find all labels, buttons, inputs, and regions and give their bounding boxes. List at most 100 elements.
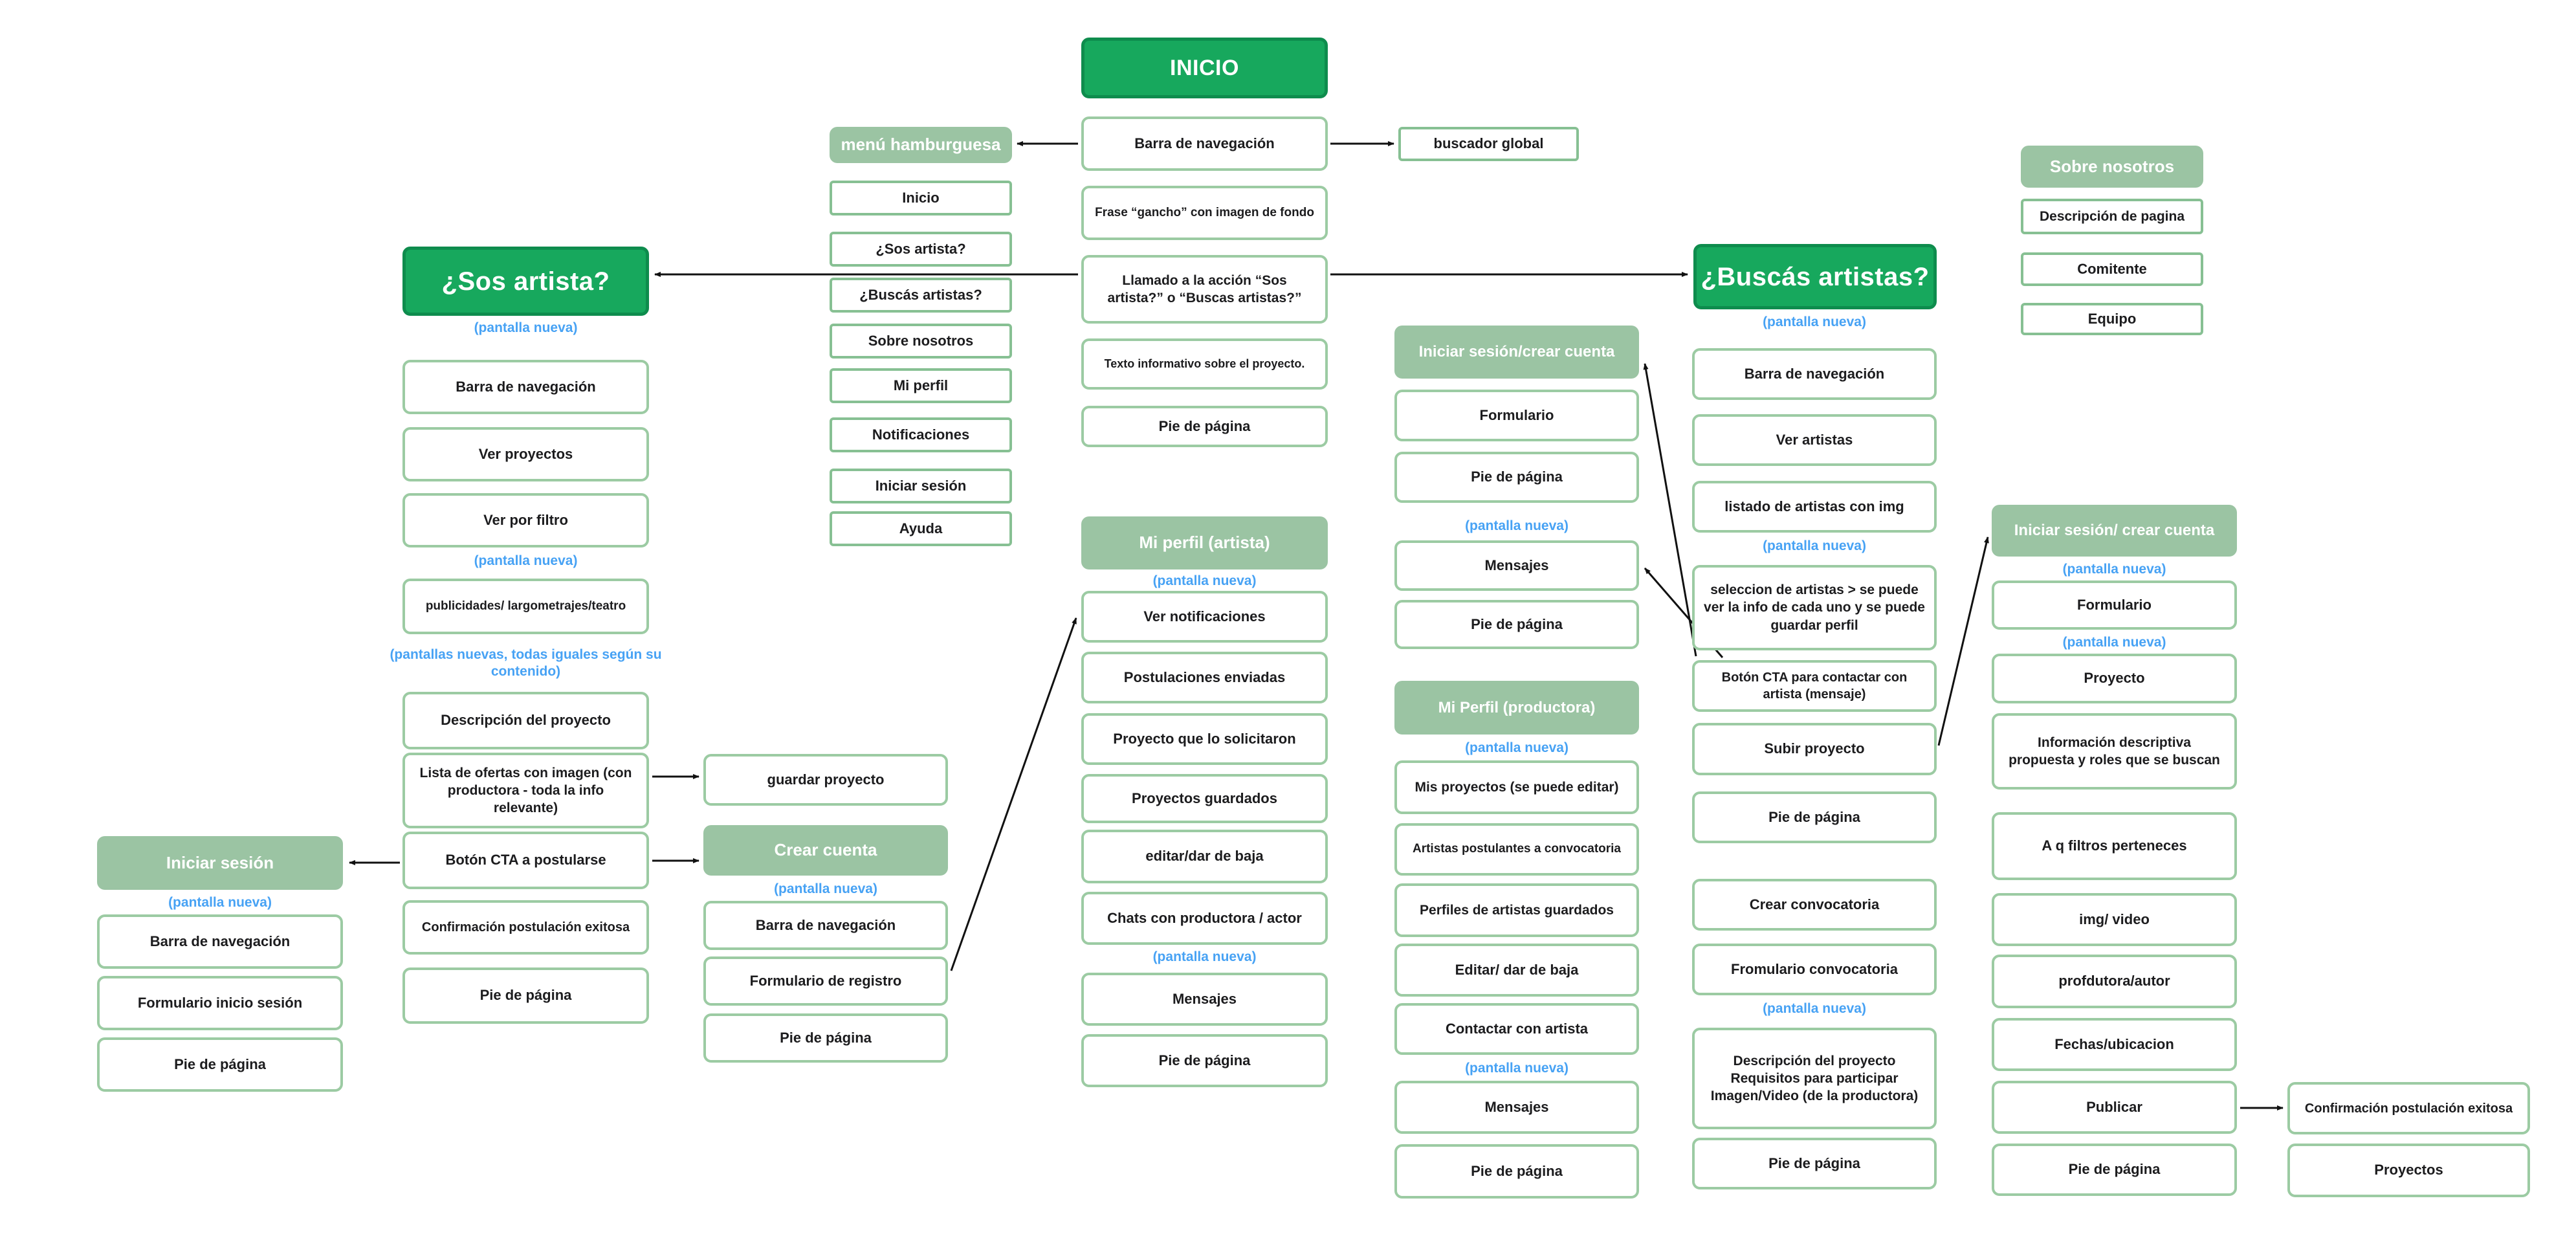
node-perfil-artista-footer: Pie de página bbox=[1081, 1034, 1328, 1087]
node-mis-proyectos: Mis proyectos (se puede editar) bbox=[1394, 760, 1639, 814]
node-sobre-nosotros-title: Sobre nosotros bbox=[2021, 146, 2203, 188]
node-iniciar-sesion-footer: Pie de página bbox=[97, 1037, 343, 1092]
node-productora-autor: profdutora/autor bbox=[1992, 955, 2237, 1008]
node-editar-dar-baja-productora: Editar/ dar de baja bbox=[1394, 944, 1639, 997]
node-home-nav-bar: Barra de navegación bbox=[1081, 116, 1328, 171]
note-new-screen-buscas: (pantalla nueva) bbox=[1763, 314, 1866, 329]
arrow-subir-to-login-right bbox=[1937, 536, 1989, 746]
node-sos-footer: Pie de página bbox=[402, 967, 649, 1024]
node-buscas-artistas-title: ¿Buscás artistas? bbox=[1693, 244, 1937, 309]
node-login-right-formulario: Formulario bbox=[1992, 580, 2237, 630]
node-ver-notificaciones: Ver notificaciones bbox=[1081, 591, 1328, 643]
node-equipo: Equipo bbox=[2021, 303, 2203, 335]
note-new-screen-sos: (pantalla nueva) bbox=[474, 320, 578, 335]
node-proyecto-solicitaron: Proyecto que lo solicitaron bbox=[1081, 713, 1328, 765]
node-global-search: buscador global bbox=[1398, 127, 1579, 161]
menu-item-inicio: Inicio bbox=[830, 181, 1012, 216]
node-seleccion-artistas: seleccion de artistas > se puede ver la … bbox=[1692, 565, 1937, 650]
node-crear-convocatoria: Crear convocatoria bbox=[1692, 879, 1937, 931]
node-login-central-footer-2: Pie de página bbox=[1394, 600, 1639, 649]
menu-item-sobre-nosotros: Sobre nosotros bbox=[830, 324, 1012, 359]
node-mensajes-artista: Mensajes bbox=[1081, 973, 1328, 1026]
node-productora-footer: Pie de página bbox=[1394, 1144, 1639, 1199]
node-proyectos-resultado: Proyectos bbox=[2287, 1144, 2530, 1197]
note-new-screen-login-central: (pantalla nueva) bbox=[1465, 518, 1569, 533]
node-iniciar-sesion-nav: Barra de navegación bbox=[97, 914, 343, 969]
node-listado-artistas: listado de artistas con img bbox=[1692, 481, 1937, 533]
menu-item-sos-artista: ¿Sos artista? bbox=[830, 232, 1012, 267]
node-login-central-mensajes: Mensajes bbox=[1394, 540, 1639, 591]
note-new-screen-chats: (pantalla nueva) bbox=[1152, 949, 1257, 964]
node-ver-artistas: Ver artistas bbox=[1692, 414, 1937, 466]
node-formulario-inicio-sesion: Formulario inicio sesión bbox=[97, 976, 343, 1030]
node-convocatoria-footer: Pie de página bbox=[1692, 1138, 1937, 1189]
node-hamburger-menu: menú hamburguesa bbox=[830, 127, 1012, 163]
note-new-screen-convocatoria: (pantalla nueva) bbox=[1763, 1000, 1866, 1016]
node-descripcion-proyecto: Descripción del proyecto bbox=[402, 692, 649, 749]
node-artistas-postulantes: Artistas postulantes a convocatoria bbox=[1394, 823, 1639, 876]
node-crear-cuenta-title: Crear cuenta bbox=[703, 825, 948, 876]
node-filtros-perteneces: A q filtros perteneces bbox=[1992, 812, 2237, 880]
node-buscas-nav-bar: Barra de navegación bbox=[1692, 348, 1937, 400]
node-buscas-footer: Pie de página bbox=[1692, 791, 1937, 843]
arrow-registro-to-notificaciones bbox=[950, 617, 1077, 971]
node-sos-nav-bar: Barra de navegación bbox=[402, 360, 649, 414]
node-editar-dar-baja-artista: editar/dar de baja bbox=[1081, 830, 1328, 883]
node-fechas-ubicacion: Fechas/ubicacion bbox=[1992, 1018, 2237, 1071]
menu-item-iniciar-sesion: Iniciar sesión bbox=[830, 469, 1012, 503]
node-img-video: img/ video bbox=[1992, 893, 2237, 946]
note-new-screen-perfil-artista: (pantalla nueva) bbox=[1152, 573, 1257, 588]
note-new-screen-productora-mensajes: (pantalla nueva) bbox=[1465, 1060, 1569, 1076]
arrow-contactar-to-login bbox=[1643, 363, 1697, 657]
node-login-central-title: Iniciar sesión/crear cuenta bbox=[1394, 326, 1639, 379]
node-inicio: INICIO bbox=[1081, 38, 1328, 98]
menu-item-mi-perfil: Mi perfil bbox=[830, 368, 1012, 403]
node-proyectos-guardados: Proyectos guardados bbox=[1081, 774, 1328, 823]
menu-item-notificaciones: Notificaciones bbox=[830, 417, 1012, 452]
note-new-screen-filtro: (pantalla nueva) bbox=[474, 553, 578, 568]
node-categorias: publicidades/ largometrajes/teatro bbox=[402, 579, 649, 634]
node-convocatoria-detalle: Descripción del proyecto Requisitos para… bbox=[1692, 1028, 1937, 1129]
node-subir-proyecto: Subir proyecto bbox=[1692, 723, 1937, 775]
node-mi-perfil-artista-title: Mi perfil (artista) bbox=[1081, 516, 1328, 569]
node-proyecto: Proyecto bbox=[1992, 654, 2237, 703]
node-login-central-formulario: Formulario bbox=[1394, 390, 1639, 441]
menu-item-buscas-artistas: ¿Buscás artistas? bbox=[830, 278, 1012, 313]
node-formulario-registro: Formulario de registro bbox=[703, 956, 948, 1006]
node-ver-por-filtro: Ver por filtro bbox=[402, 493, 649, 547]
menu-item-ayuda: Ayuda bbox=[830, 511, 1012, 546]
node-guardar-proyecto: guardar proyecto bbox=[703, 754, 948, 806]
node-confirmacion-postulacion: Confirmación postulación exitosa bbox=[402, 900, 649, 955]
node-login-right-title: Iniciar sesión/ crear cuenta bbox=[1992, 505, 2237, 557]
node-mensajes-productora: Mensajes bbox=[1394, 1081, 1639, 1134]
note-new-screen-productora: (pantalla nueva) bbox=[1465, 740, 1569, 755]
node-iniciar-sesion-title: Iniciar sesión bbox=[97, 836, 343, 890]
note-new-screen-proyecto: (pantalla nueva) bbox=[2062, 634, 2166, 650]
node-login-right-footer: Pie de página bbox=[1992, 1144, 2237, 1196]
node-confirmacion-publicacion: Confirmación postulación exitosa bbox=[2287, 1082, 2530, 1134]
node-crear-cuenta-footer: Pie de página bbox=[703, 1013, 948, 1063]
node-boton-cta-postularse: Botón CTA a postularse bbox=[402, 832, 649, 889]
node-chats-productora-actor: Chats con productora / actor bbox=[1081, 892, 1328, 945]
note-new-screen-crear-cuenta: (pantalla nueva) bbox=[774, 881, 877, 896]
node-contactar-con-artista: Contactar con artista bbox=[1394, 1003, 1639, 1055]
node-publicar: Publicar bbox=[1992, 1081, 2237, 1134]
node-info-text: Texto informativo sobre el proyecto. bbox=[1081, 338, 1328, 390]
note-new-screens-variant: (pantallas nuevas, todas iguales según s… bbox=[390, 647, 662, 679]
node-sos-artista-title: ¿Sos artista? bbox=[402, 247, 649, 316]
note-new-screen-listado: (pantalla nueva) bbox=[1763, 538, 1866, 553]
node-informacion-descriptiva: Información descriptiva propuesta y role… bbox=[1992, 713, 2237, 790]
node-lista-ofertas: Lista de ofertas con imagen (con product… bbox=[402, 753, 649, 828]
node-formulario-convocatoria: Fromulario convocatoria bbox=[1692, 944, 1937, 995]
node-login-central-footer: Pie de página bbox=[1394, 452, 1639, 503]
node-descripcion-pagina: Descripción de pagina bbox=[2021, 199, 2203, 234]
node-perfiles-guardados: Perfiles de artistas guardados bbox=[1394, 883, 1639, 937]
node-comitente: Comitente bbox=[2021, 252, 2203, 286]
node-boton-cta-contactar: Botón CTA para contactar con artista (me… bbox=[1692, 660, 1937, 712]
node-hero-phrase: Frase “gancho” con imagen de fondo bbox=[1081, 186, 1328, 240]
node-mi-perfil-productora-title: Mi Perfil (productora) bbox=[1394, 681, 1639, 735]
node-crear-cuenta-nav: Barra de navegación bbox=[703, 901, 948, 950]
node-postulaciones-enviadas: Postulaciones enviadas bbox=[1081, 652, 1328, 703]
